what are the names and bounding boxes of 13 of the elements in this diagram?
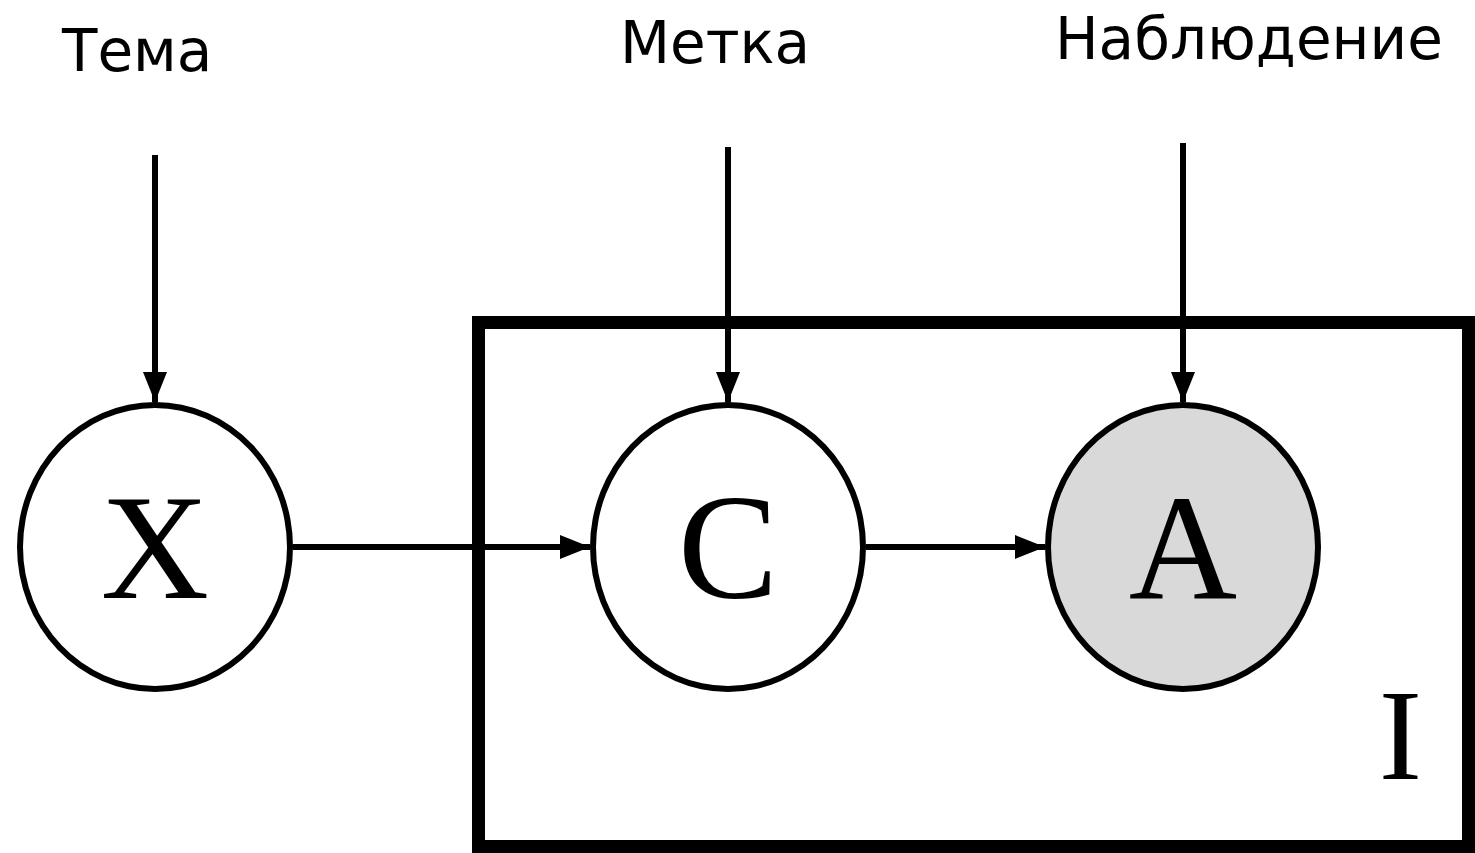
variable-letter: C [677,472,779,622]
node-label: Тема [62,22,213,80]
node-label: Наблюдение [1055,10,1443,68]
plate-label: I [1378,670,1422,800]
arrow [866,535,1045,559]
plate-frame [472,316,1475,853]
arrow [293,535,590,559]
arrow [1171,143,1195,402]
arrow [716,147,740,402]
variable-letter: X [100,472,210,622]
variable-letter: A [1128,472,1238,622]
arrow [143,155,167,402]
node-label: Метка [620,14,811,72]
